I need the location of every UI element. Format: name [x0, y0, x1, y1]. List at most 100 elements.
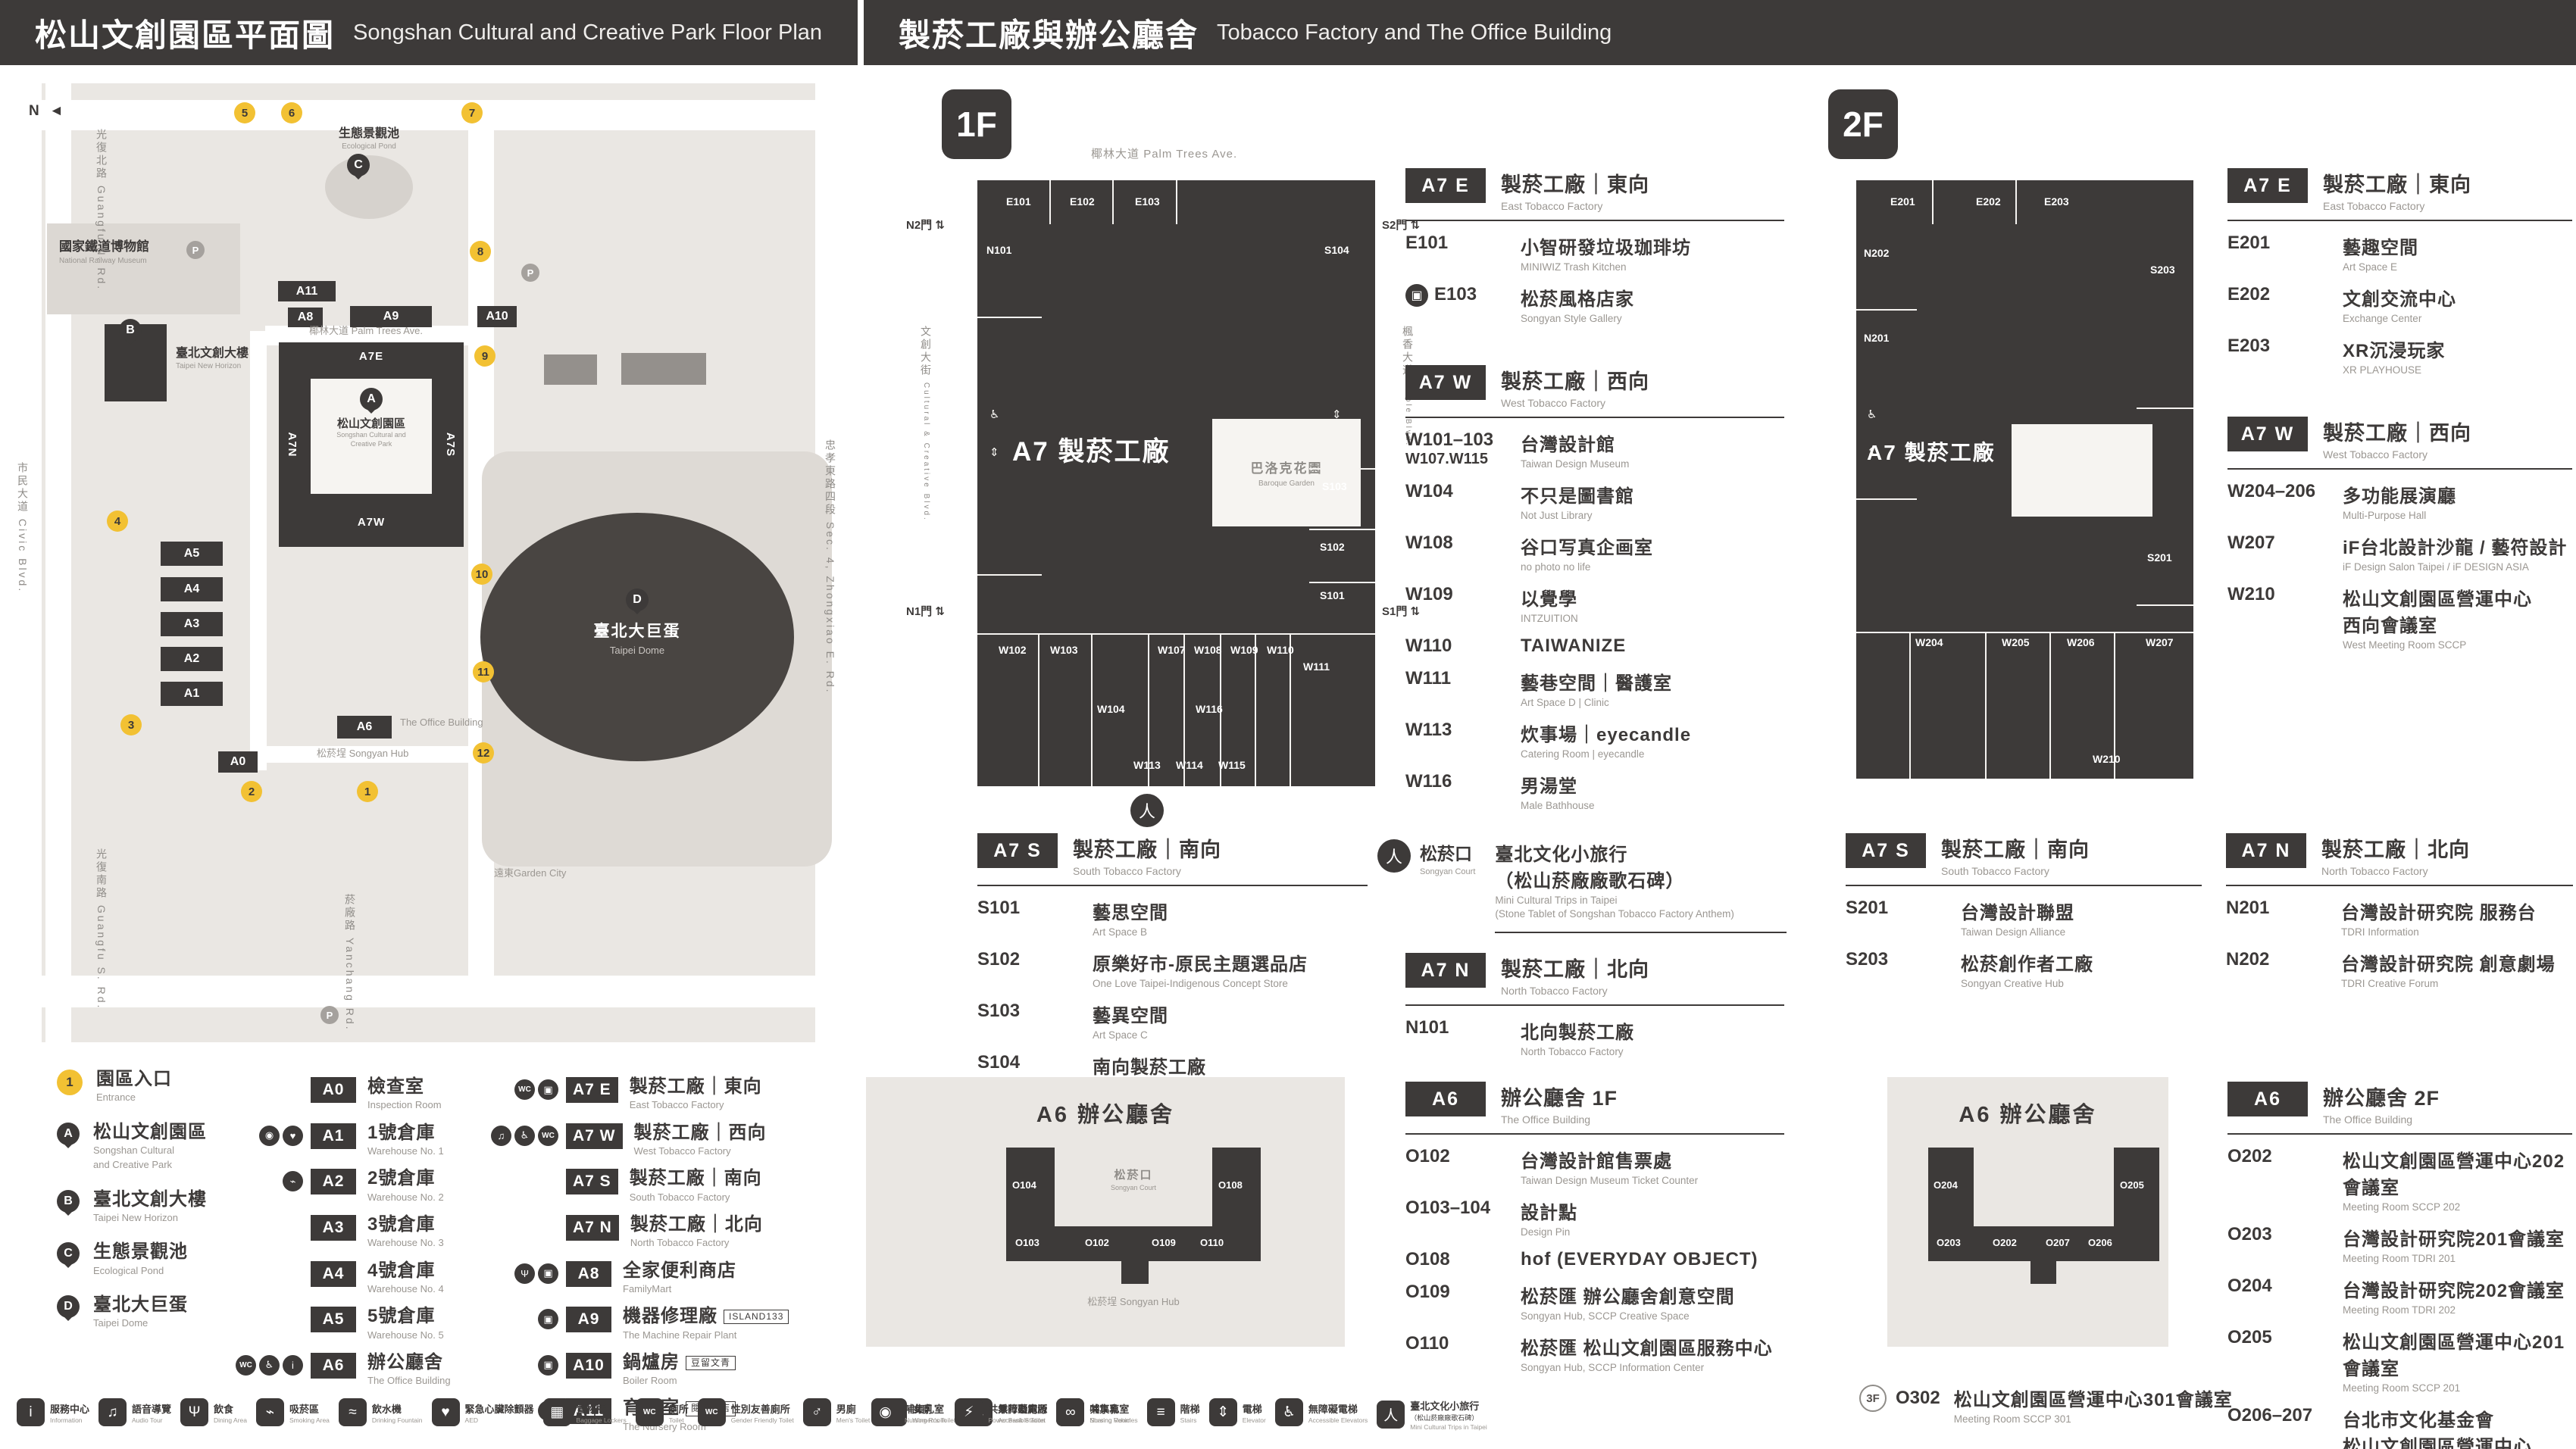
wall-line	[2114, 633, 2115, 779]
divider	[1846, 885, 2202, 886]
toilet-icon: WC	[538, 1125, 558, 1146]
map-entrance-9: 9	[474, 345, 496, 367]
room-code: W116	[1405, 771, 1452, 792]
section-badge: A7 N	[1405, 953, 1486, 988]
item-name-en: Art Space C	[1093, 1029, 1148, 1041]
parking-icon: P	[320, 1006, 339, 1024]
room-label-N201: N201	[1864, 332, 1890, 344]
room-code: O302	[1896, 1388, 1940, 1408]
room-code: S102	[977, 949, 1021, 970]
a7s-label: A7S	[444, 432, 457, 457]
footer-label-en: Accessible Toilet	[998, 1416, 1046, 1424]
room-code: W108	[1405, 532, 1453, 553]
road	[250, 331, 267, 770]
map-label: 菸廠路 Yanchang Rd.	[344, 894, 356, 1032]
section-badge: A7 S	[977, 833, 1058, 868]
footer-label: 廁所	[668, 1403, 689, 1415]
map-entrance-3: 3	[120, 714, 142, 735]
room-label-W204: W204	[1915, 636, 1943, 648]
section-badge: A6	[1405, 1082, 1486, 1116]
section-title: 製菸工廠｜北向	[2321, 838, 2470, 861]
map-building-A2: A2	[161, 647, 223, 671]
room-label-O206: O206	[2088, 1237, 2112, 1248]
building-code-badge: A4	[311, 1260, 356, 1287]
map-label: The Office Building	[400, 717, 483, 728]
item-name-en: Male Bathhouse	[1521, 800, 1595, 811]
item-name: 小智研發垃圾珈琲坊	[1521, 238, 1691, 258]
legend-label: 2號倉庫	[367, 1168, 436, 1189]
floor-3-badge: 3F	[1859, 1385, 1887, 1412]
building-code-badge: A2	[311, 1169, 356, 1195]
map-entrance-12: 12	[473, 742, 494, 764]
room-label-W108: W108	[1194, 644, 1222, 656]
legend-label: 製菸工廠｜西向	[633, 1122, 767, 1143]
item-name-en: Catering Room | eyecandle	[1521, 748, 1645, 760]
a6-plan-title: A6 辦公廳舍	[1036, 1103, 1175, 1127]
room-code: E202	[2227, 284, 2271, 304]
building-code-badge: A6	[311, 1352, 356, 1379]
footer-label-en: AED	[464, 1416, 479, 1424]
room-code: W210	[2227, 584, 2275, 604]
dining-icon: Ψ	[514, 1263, 535, 1284]
tenant-tag: 豆留文青	[686, 1355, 736, 1371]
audio-icon: ♫	[491, 1125, 511, 1146]
street-label-right: 楓香大道 Maple Blvd.	[1402, 326, 1414, 448]
map-pin-icon: D	[57, 1294, 80, 1318]
item-name: 多功能展演廳	[2343, 486, 2456, 507]
legend-label: 3號倉庫	[367, 1213, 436, 1235]
room-label-W110: W110	[1267, 644, 1294, 656]
a6-entrance-stub	[1121, 1261, 1149, 1284]
footer-label-en: Stairs	[1180, 1416, 1197, 1424]
building-code-badge: A5	[311, 1307, 356, 1333]
footer-label: 無障礙電梯	[1308, 1403, 1358, 1415]
room-label-W205: W205	[2002, 636, 2030, 648]
room-label-E101: E101	[1006, 195, 1031, 208]
park-name-en: Creative Park	[350, 439, 392, 448]
footer-item: 人臺北文化小旅行（松山菸廠廠歌石碑）Mini Cultural Trips in…	[1377, 1398, 1487, 1431]
wall-line	[1183, 635, 1185, 786]
map-pin-A: A	[360, 388, 383, 411]
item-name-en: Meeting Room SCCP 201	[2343, 1382, 2461, 1394]
map-entrance-4: 4	[107, 511, 128, 532]
legend-label-en: Taipei Dome	[93, 1317, 148, 1329]
room-code: W113	[1405, 720, 1452, 740]
facility-icon: ⇕	[1867, 446, 1877, 459]
parking-icon: P	[521, 264, 539, 282]
item-name: TAIWANIZE	[1521, 635, 1627, 656]
legend-label: 臺北大巨蛋	[93, 1294, 188, 1315]
section-badge: A7 W	[2227, 417, 2308, 451]
room-label-O207: O207	[2046, 1237, 2070, 1248]
songyan-court-label-en: Songyan Court	[1110, 1184, 1157, 1191]
neighbor-building	[621, 353, 706, 385]
legend-label: 1號倉庫	[367, 1122, 436, 1143]
item-name: 南向製菸工廠	[1093, 1057, 1206, 1078]
item-name-en: TDRI Information	[2341, 926, 2419, 938]
accessible-icon: ♿	[1274, 1398, 1303, 1426]
legend-pin-D: D 臺北大巨蛋 Taipei Dome	[57, 1294, 235, 1330]
elevator-icon: ⇕	[1208, 1398, 1237, 1426]
building-code-badge: A9	[566, 1307, 611, 1333]
songyan-court-section: 人 松菸口 Songyan Court 臺北文化小旅行 （松山菸廠廠歌石碑） M…	[1377, 839, 1787, 933]
section-title: 製菸工廠｜西向	[2323, 422, 2471, 445]
item-name: 台灣設計聯盟	[1961, 903, 2074, 923]
aed-icon: ♥	[283, 1125, 303, 1146]
divider	[2227, 1133, 2572, 1135]
room-label-E102: E102	[1070, 195, 1095, 208]
